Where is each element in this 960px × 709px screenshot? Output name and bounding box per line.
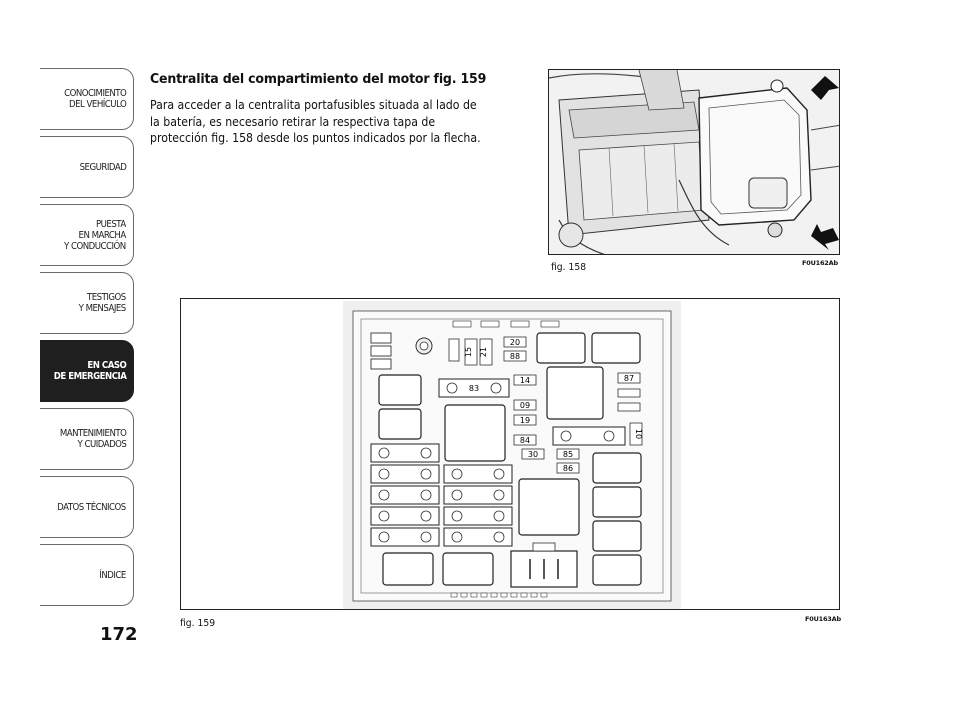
page-number: 172: [100, 624, 138, 645]
tab-conocimiento-del-vehiculo[interactable]: CONOCIMIENTO DEL VEHÍCULO: [40, 68, 134, 130]
tab-label: PUESTA EN MARCHA Y CONDUCCIÓN: [64, 218, 126, 252]
figure-159-fuse-box: 15 21 20 88 83 14 09 19 84 87: [180, 298, 840, 610]
section-title: Centralita del compartimiento del motor …: [150, 71, 487, 87]
tab-seguridad[interactable]: SEGURIDAD: [40, 136, 134, 198]
figure-159-code: F0U163Ab: [805, 615, 841, 623]
section-body: Para acceder a la centralita portafusibl…: [150, 98, 481, 145]
fuse-label: 83: [469, 384, 479, 393]
tab-datos-tecnicos[interactable]: DATOS TÉCNICOS: [40, 476, 134, 538]
tab-label: EN CASO DE EMERGENCIA: [53, 360, 126, 382]
fuse-label: 10: [634, 429, 643, 439]
tab-label: CONOCIMIENTO DEL VEHÍCULO: [63, 88, 127, 110]
fuse-label: 86: [563, 464, 573, 473]
figure-158-engine-compartment: [548, 69, 840, 255]
tab-en-caso-de-emergencia[interactable]: EN CASO DE EMERGENCIA: [40, 340, 134, 402]
tab-mantenimiento-y-cuidados[interactable]: MANTENIMIENTO Y CUIDADOS: [40, 408, 134, 470]
fuse-label: 19: [520, 416, 530, 425]
tab-testigos-y-mensajes[interactable]: TESTIGOS Y MENSAJES: [40, 272, 134, 334]
fuse-label: 84: [520, 436, 530, 445]
fuse-box-diagram: 15 21 20 88 83 14 09 19 84 87: [343, 301, 681, 609]
fuse-label: 20: [510, 338, 520, 347]
fuse-label: 88: [510, 352, 520, 361]
fuse-label: 15: [464, 347, 473, 357]
tab-puesta-en-marcha[interactable]: PUESTA EN MARCHA Y CONDUCCIÓN: [40, 204, 134, 266]
tab-label: SEGURIDAD: [79, 161, 126, 173]
fuse-label: 87: [624, 374, 634, 383]
arrow-icon: [811, 76, 839, 100]
tab-label: ÍNDICE: [99, 569, 127, 581]
fuse-label: 09: [520, 401, 530, 410]
fuse-label: 85: [563, 450, 573, 459]
fuse-label: 21: [479, 347, 488, 357]
tab-indice[interactable]: ÍNDICE: [40, 544, 134, 606]
engine-compartment-drawing: [549, 70, 839, 254]
tab-label: MANTENIMIENTO Y CUIDADOS: [59, 428, 126, 450]
arrow-icon: [811, 224, 839, 250]
fuse-label: 30: [528, 450, 538, 459]
figure-158-code: F0U162Ab: [802, 259, 838, 267]
tab-label: DATOS TÉCNICOS: [57, 501, 126, 513]
tab-label: TESTIGOS Y MENSAJES: [78, 292, 127, 314]
figure-158-caption: fig. 158: [551, 262, 587, 273]
figure-159-caption: fig. 159: [180, 618, 216, 629]
fuse-label: 14: [520, 376, 530, 385]
